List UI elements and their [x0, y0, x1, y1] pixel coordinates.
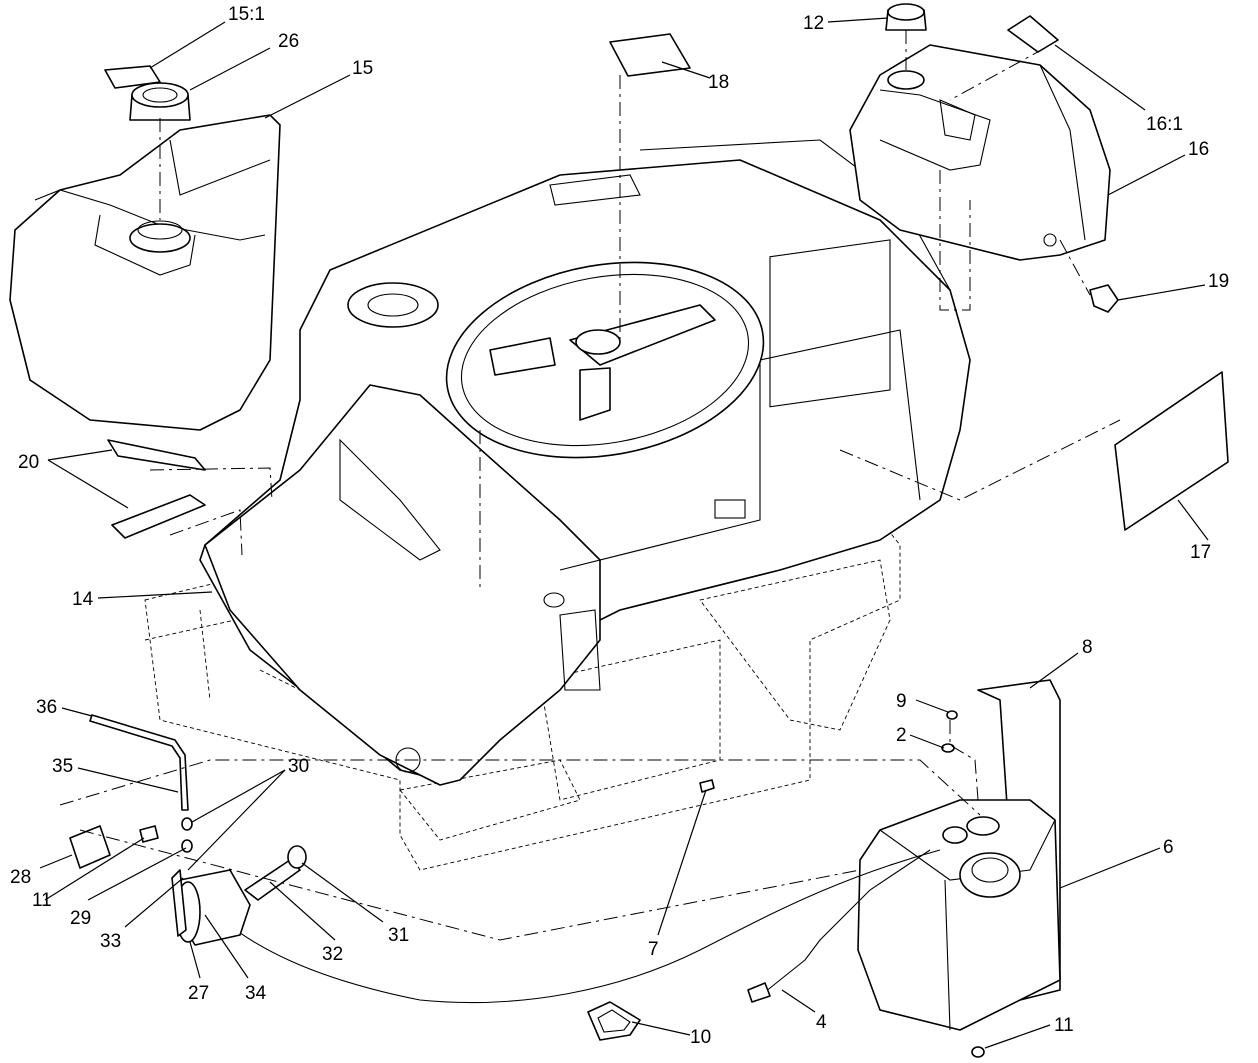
tube-36-35 [89, 714, 189, 811]
callout-10: 10 [690, 1027, 711, 1048]
sensor-line [199, 849, 941, 1004]
filter-assembly [171, 845, 307, 946]
bracket-28 [69, 825, 111, 869]
callout-15-1: 15:1 [228, 4, 265, 25]
washer-2 [941, 743, 955, 753]
callout-34: 34 [245, 983, 267, 1004]
clip-7 [699, 779, 715, 793]
callout-11-bottom: 11 [1054, 1015, 1074, 1036]
fuel-cap-26 [129, 82, 191, 121]
callout-18: 18 [708, 72, 729, 93]
bolt-11-left [139, 825, 159, 843]
callout-20: 20 [18, 452, 39, 473]
decal-16-1 [1007, 15, 1059, 53]
callout-7: 7 [648, 939, 659, 960]
callout-31: 31 [388, 925, 409, 946]
right-fuel-tank [849, 44, 1111, 261]
callout-14: 14 [72, 589, 94, 610]
decal-17 [1114, 371, 1229, 531]
hood-body [199, 139, 971, 786]
callout-2: 2 [896, 725, 907, 746]
callout-17: 17 [1190, 542, 1211, 563]
callout-15: 15 [352, 58, 373, 79]
callout-4: 4 [816, 1012, 827, 1033]
grommet-10 [587, 1001, 641, 1041]
callout-12: 12 [803, 13, 824, 34]
callout-labels: 15:1 26 15 18 12 16:1 16 19 20 17 14 8 9… [10, 4, 1229, 1048]
bolt-9 [946, 710, 958, 720]
callout-26: 26 [278, 31, 299, 52]
callout-35: 35 [52, 756, 73, 777]
callout-19: 19 [1208, 271, 1229, 292]
fuel-cap-12 [885, 3, 927, 31]
callout-36: 36 [36, 697, 57, 718]
fitting-30a [181, 817, 193, 831]
callout-30: 30 [288, 756, 309, 777]
fitting-30b [181, 839, 193, 853]
left-fuel-tank [9, 114, 281, 431]
leader-lines [39, 17, 1209, 1049]
callout-11-left: 11 [32, 890, 52, 911]
callout-32: 32 [322, 944, 343, 965]
callout-6: 6 [1163, 837, 1174, 858]
callout-33: 33 [100, 931, 121, 952]
callout-16: 16 [1188, 139, 1209, 160]
decal-20-lower [111, 494, 206, 539]
callout-28: 28 [10, 867, 31, 888]
bolt-11-bottom [971, 1046, 985, 1058]
valve-19 [1089, 284, 1119, 313]
hose-4 [764, 849, 931, 993]
decal-18 [609, 33, 691, 77]
decal-15-1 [104, 65, 161, 89]
callout-9: 9 [896, 691, 907, 712]
callout-27: 27 [188, 983, 209, 1004]
hydraulic-tank [857, 679, 1061, 1031]
callout-8: 8 [1082, 637, 1093, 658]
callout-16-1: 16:1 [1146, 114, 1183, 135]
callout-29: 29 [70, 908, 91, 929]
decal-20-upper [107, 439, 206, 471]
